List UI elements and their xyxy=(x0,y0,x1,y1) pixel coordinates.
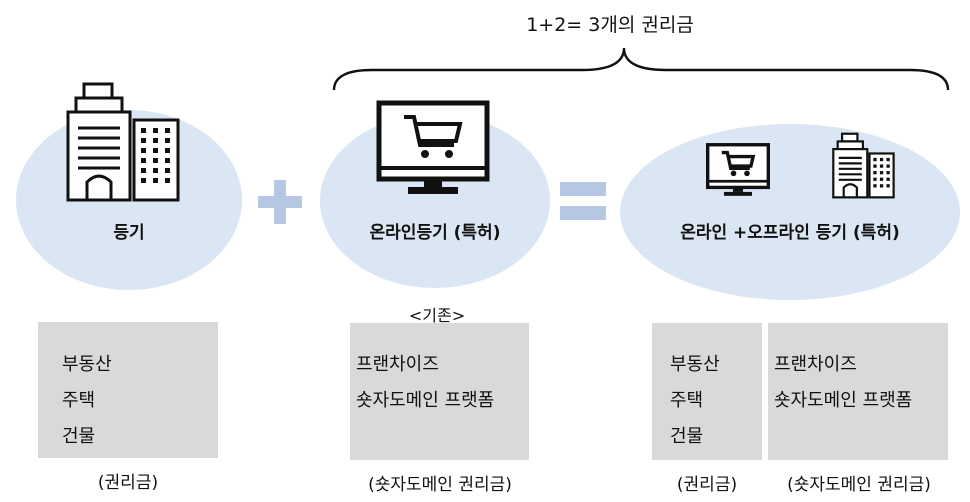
equals-bar-bottom xyxy=(560,206,606,220)
curly-brace xyxy=(332,47,950,91)
list-item: 프랜차이즈 xyxy=(774,354,857,375)
diagram-title: 1+2= 3개의 권리금 xyxy=(526,14,694,36)
box-registration xyxy=(38,322,218,458)
box-online-part xyxy=(768,323,948,460)
list-item: 숏자도메인 프랫폼 xyxy=(774,390,913,411)
box-offline-part xyxy=(652,323,762,460)
caption-online-part: (숏자도메인 권리금) xyxy=(787,475,931,495)
building-icon-small xyxy=(832,132,895,199)
list-item: 주택 xyxy=(670,390,704,411)
equals-bar-top xyxy=(560,182,606,196)
list-item: 프랜차이즈 xyxy=(356,354,439,375)
box-online-registration xyxy=(350,323,529,460)
caption-registration: (권리금) xyxy=(97,473,159,493)
list-item: 건물 xyxy=(62,426,96,447)
list-item: 부동산 xyxy=(670,354,720,375)
list-item: 부동산 xyxy=(62,354,112,375)
building-icon xyxy=(66,82,180,202)
monitor-cart-icon-small xyxy=(706,143,770,196)
caption-offline-part: (권리금) xyxy=(676,475,738,495)
plus-operator xyxy=(258,180,302,224)
monitor-cart-icon xyxy=(376,100,490,194)
list-item: 주택 xyxy=(62,390,96,411)
existing-note: <기존> xyxy=(408,306,466,325)
caption-online-registration: (숏자도메인 권리금) xyxy=(368,475,512,495)
label-online-registration: 온라인등기 (특허) xyxy=(369,223,501,243)
list-item: 건물 xyxy=(670,426,704,447)
ellipse-online-offline-registration xyxy=(620,124,960,300)
equals-operator xyxy=(560,182,606,222)
plus-bar-vertical xyxy=(274,180,286,224)
list-item: 숏자도메인 프랫폼 xyxy=(356,390,495,411)
label-online-offline-registration: 온라인 +오프라인 등기 (특허) xyxy=(680,223,900,243)
label-registration: 등기 xyxy=(113,223,145,243)
